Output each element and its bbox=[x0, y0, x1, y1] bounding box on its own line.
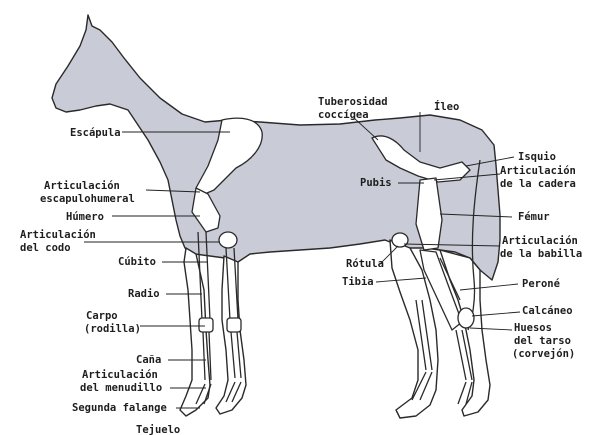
calcaneus-joint bbox=[458, 308, 474, 328]
label-calcaneo: Calcáneo bbox=[522, 305, 573, 317]
label-humero: Húmero bbox=[66, 211, 104, 223]
label-radio: Radio bbox=[128, 288, 160, 300]
label-carpo-2: (rodilla) bbox=[84, 323, 141, 335]
label-art-menudillo-1: Articulación bbox=[82, 369, 158, 381]
label-cubito: Cúbito bbox=[118, 256, 156, 268]
label-art-cadera-1: Articulación bbox=[500, 165, 576, 177]
label-cana: Caña bbox=[136, 354, 161, 366]
label-escapula: Escápula bbox=[70, 127, 121, 139]
label-art-babilla-1: Articulación bbox=[502, 235, 578, 247]
label-art-escapulohumeral-2: escapulohumeral bbox=[40, 193, 135, 205]
label-segunda-falange: Segunda falange bbox=[72, 402, 167, 414]
elbow-joint bbox=[219, 232, 237, 248]
label-art-codo-2: del codo bbox=[20, 242, 71, 254]
label-tuberosidad-2: coccígea bbox=[318, 109, 369, 121]
label-art-cadera-2: de la cadera bbox=[500, 178, 576, 190]
label-femur: Fémur bbox=[518, 211, 550, 223]
label-art-babilla-2: de la babilla bbox=[500, 248, 582, 260]
stifle-joint bbox=[392, 233, 408, 247]
label-rotula: Rótula bbox=[346, 258, 384, 270]
label-huesos-tarso-3: (corvejón) bbox=[512, 348, 575, 360]
label-tibia: Tibia bbox=[342, 276, 374, 288]
label-perone: Peroné bbox=[522, 278, 560, 290]
carpus-right bbox=[227, 318, 241, 332]
label-ileo: Íleo bbox=[434, 100, 459, 113]
carpus-left bbox=[199, 318, 213, 332]
label-huesos-tarso-2: del tarso bbox=[514, 335, 571, 347]
label-tuberosidad-1: Tuberosidad bbox=[318, 96, 388, 108]
label-pubis: Pubis bbox=[360, 177, 392, 189]
label-art-menudillo-2: del menudillo bbox=[80, 382, 162, 394]
label-art-codo-1: Articulación bbox=[20, 229, 96, 241]
label-isquio: Isquio bbox=[518, 151, 556, 163]
label-art-escapulohumeral-1: Articulación bbox=[44, 180, 120, 192]
label-carpo-1: Carpo bbox=[86, 310, 118, 322]
label-huesos-tarso-1: Huesos bbox=[514, 322, 552, 334]
label-tejuelo: Tejuelo bbox=[136, 424, 180, 435]
